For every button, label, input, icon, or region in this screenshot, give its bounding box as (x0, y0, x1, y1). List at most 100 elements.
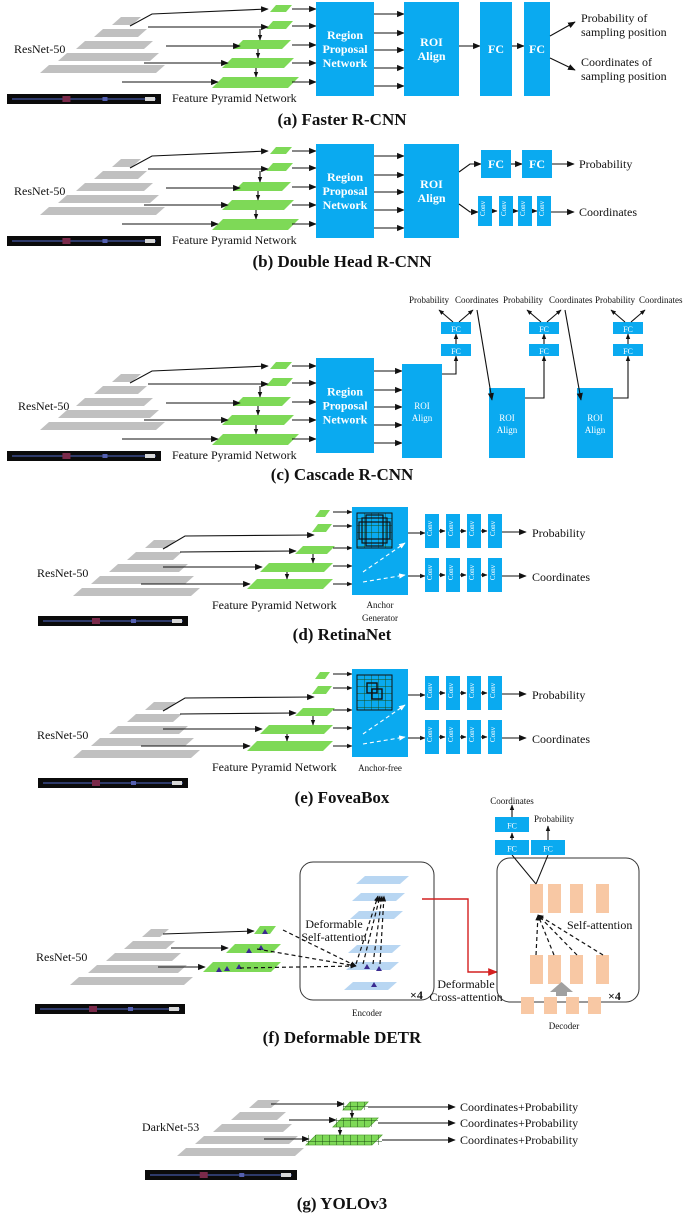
arrow-icon (458, 203, 479, 216)
f-self-attention-label: Self-attention (567, 918, 632, 932)
b-backbone-label: ResNet-50 (14, 184, 65, 198)
f-output-coordinates: Coordinates (490, 796, 534, 806)
f-input-image-blob (128, 1007, 133, 1011)
arrow-icon (355, 895, 379, 965)
g-output-3: Coordinates+Probability (460, 1133, 578, 1147)
d-conv-r1-4 (488, 514, 502, 548)
a-fc1-box (480, 2, 512, 96)
b-conv-2-label: Conv (500, 200, 508, 216)
d-backbone-level-2 (127, 552, 182, 560)
d-output-coordinates: Coordinates (532, 570, 590, 584)
b-roi-box-label: Align (417, 191, 445, 205)
c-rpn-box-label: Region (327, 385, 363, 399)
c-stage-1-roi-box-label: ROI (414, 401, 430, 411)
d-conv-r1-4-label: Conv (489, 520, 497, 536)
c-stage-3-fc2-box (613, 344, 643, 356)
f-backbone-label: ResNet-50 (36, 950, 87, 964)
arrow-icon (526, 309, 542, 323)
triangle-marker-icon (364, 964, 370, 969)
c-stage-3-coordinates: Coordinates (639, 295, 683, 305)
triangle-marker-icon (371, 982, 377, 987)
f-output-probability: Probability (534, 814, 574, 824)
g-grid-icon (343, 1102, 368, 1110)
g-output-2: Coordinates+Probability (460, 1116, 578, 1130)
a-backbone-level-3 (76, 41, 153, 49)
f-input-image-blob (169, 1007, 179, 1011)
arrow-icon (549, 57, 576, 71)
b-conv-4-label: Conv (538, 200, 546, 216)
e-conv-r1-2 (446, 676, 460, 710)
d-backbone-level-4 (91, 576, 194, 584)
f-backbone-level-3 (106, 953, 181, 961)
f-backbone-level-5 (70, 977, 193, 985)
c-stage-3-roi-box-label: Align (585, 425, 606, 435)
b-roi-box-label: ROI (420, 177, 443, 191)
a-output-coordinates: Coordinates of (581, 55, 652, 69)
f-encoder-layer-1 (356, 876, 409, 884)
d-fpn-label: Feature Pyramid Network (212, 598, 337, 612)
f-decoder-upper-2 (548, 884, 561, 913)
arrow-icon (256, 948, 357, 968)
arrow-icon (239, 963, 357, 969)
e-conv-r2-2 (446, 720, 460, 754)
arrow-icon (438, 309, 454, 323)
d-conv-r2-4 (488, 558, 502, 592)
c-input-image-blob (145, 454, 155, 458)
arrow-icon (549, 21, 576, 37)
d-anchor-icon (365, 514, 384, 547)
a-output-probability: Probability of (581, 11, 647, 25)
c-stage-2-roi-box-label: Align (497, 425, 518, 435)
d-fpn-p7 (315, 510, 330, 517)
c-input-image-blob (102, 454, 108, 458)
f-caption: (f) Deformable DETR (263, 1028, 422, 1047)
a-input-image-blob (145, 97, 155, 101)
a-rpn-box-label: Region (327, 28, 363, 42)
a-fpn-p2 (212, 77, 299, 88)
a-fpn-p3 (222, 58, 294, 68)
d-fpn-p4 (260, 563, 333, 572)
b-conv-2 (499, 196, 513, 226)
a-fpn-p4 (234, 40, 291, 49)
d-backbone-label: ResNet-50 (37, 566, 88, 580)
g-caption: (g) YOLOv3 (297, 1194, 388, 1213)
e-backbone-level-5 (73, 750, 200, 758)
g-grid-icon (333, 1118, 378, 1127)
e-output-probability: Probability (532, 688, 585, 702)
g-grid-icon (306, 1135, 382, 1145)
c-stage-3-roi-box (577, 388, 613, 458)
f-deformable-cross-attention: Deformable (437, 977, 494, 991)
d-fpn-p6 (312, 524, 332, 532)
f-fc-left-1 (495, 840, 529, 855)
arrow-icon (613, 355, 631, 399)
a-backbone-level-2 (94, 29, 147, 37)
g-backbone-level-3 (213, 1124, 292, 1132)
f-decoder-label: Decoder (549, 1021, 579, 1031)
b-rpn-box-label: Region (327, 170, 363, 184)
e-backbone-level-3 (109, 726, 188, 734)
e-generator-label: Anchor-free (358, 763, 402, 773)
g-backbone-level-4 (195, 1136, 298, 1144)
arrow-icon (630, 309, 646, 323)
arrow-icon (162, 693, 315, 712)
f-decoder-upper-4 (596, 884, 609, 913)
e-fpn-p3 (247, 741, 333, 751)
triangle-marker-icon (376, 966, 382, 971)
b-backbone-level-4 (58, 195, 159, 203)
a-roi-box-label: ROI (420, 35, 443, 49)
b-rpn-box-label: Proposal (322, 184, 368, 198)
b-fc2-box-label: FC (529, 157, 545, 171)
b-fpn-p5 (266, 163, 293, 171)
c-stage-1-roi-box-label: Align (412, 413, 433, 423)
a-backbone-level-5 (40, 65, 165, 73)
e-output-coordinates: Coordinates (532, 732, 590, 746)
e-conv-r1-1 (425, 676, 439, 710)
b-fc1-box (481, 150, 511, 178)
e-conv-r1-3 (467, 676, 481, 710)
e-conv-r1-1-label: Conv (426, 682, 434, 698)
a-roi-box (404, 2, 459, 96)
e-conv-r2-4-label: Conv (489, 726, 497, 742)
e-conv-r1-4-label: Conv (489, 682, 497, 698)
e-fpn-p4 (260, 725, 333, 734)
c-stage-2-fc2-box-label: FC (539, 347, 549, 356)
arrow-icon (537, 914, 604, 956)
